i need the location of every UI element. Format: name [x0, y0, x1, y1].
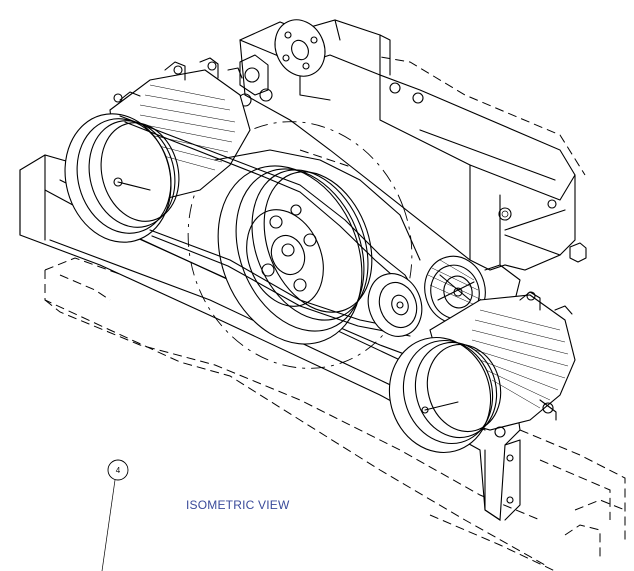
callout-balloon: 4 [101, 459, 129, 571]
idler-pulley [367, 273, 423, 337]
top-flange [238, 19, 326, 107]
left-pulley [64, 113, 180, 243]
callout-number: 4 [116, 466, 121, 475]
view-label: ISOMETRIC VIEW [186, 498, 290, 512]
right-pulley [388, 336, 502, 454]
callout-leader [101, 479, 116, 571]
main-pulley [187, 121, 413, 369]
